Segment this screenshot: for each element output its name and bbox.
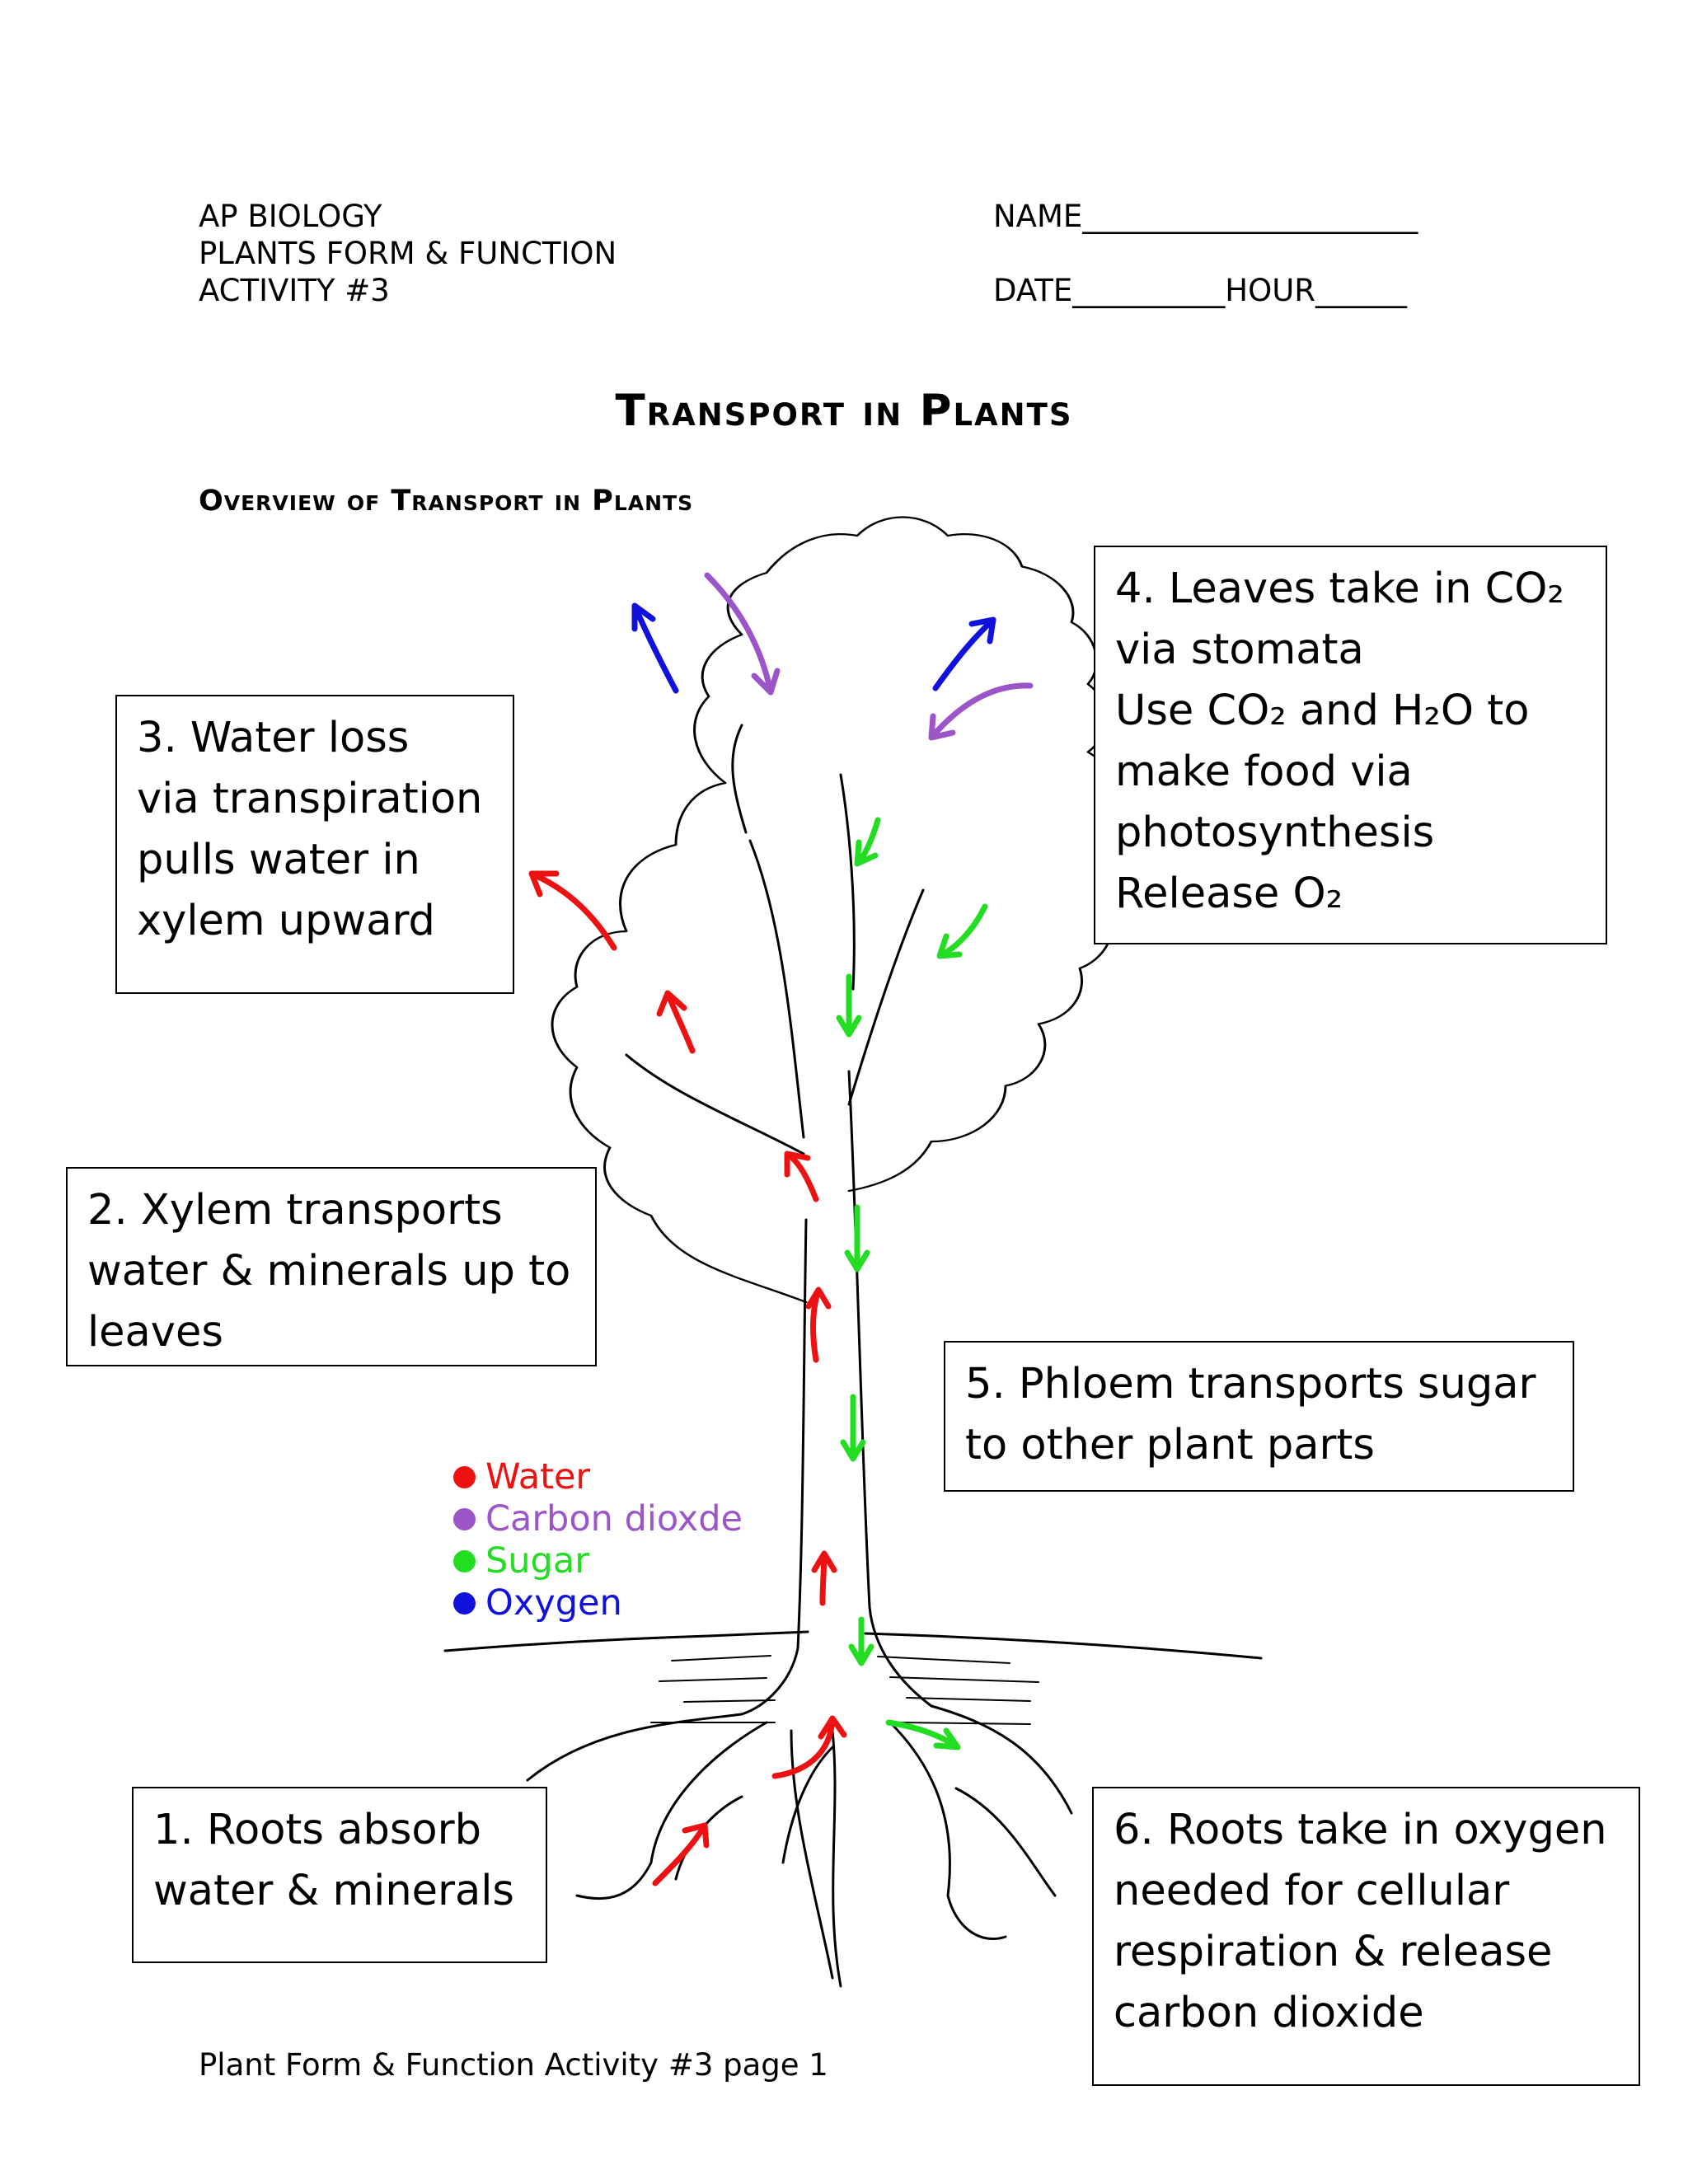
- water-arrows: [528, 870, 847, 1886]
- box4-line: via stomata: [1115, 626, 1364, 674]
- box2-line: leaves: [87, 1308, 223, 1357]
- box1-line: 1. Roots absorb: [153, 1806, 481, 1854]
- box4-line: make food via: [1115, 748, 1413, 796]
- box6-line: 6. Roots take in oxygen: [1114, 1806, 1607, 1854]
- date-hour-field[interactable]: DATE__________HOUR______: [993, 273, 1407, 308]
- page-footer: Plant Form & Function Activity #3 page 1: [199, 2047, 828, 2083]
- course-label: AP BIOLOGY: [199, 199, 382, 234]
- legend-dot: [453, 1592, 476, 1615]
- box6-line: carbon dioxide: [1114, 1989, 1424, 2037]
- box6-line: respiration & release: [1114, 1928, 1553, 1976]
- box6-line: needed for cellular: [1114, 1867, 1510, 1915]
- soil-texture: [650, 1655, 1039, 1725]
- box5-line: to other plant parts: [965, 1421, 1375, 1469]
- info-box-4: 4. Leaves take in CO₂ via stomata Use CO…: [1094, 546, 1607, 944]
- box4-line: photosynthesis: [1115, 808, 1435, 857]
- box2-line: 2. Xylem transports: [87, 1186, 503, 1235]
- legend-dot: [453, 1508, 476, 1530]
- info-box-5: 5. Phloem transports sugar to other plan…: [944, 1341, 1574, 1492]
- box3-line: 3. Water loss: [137, 714, 410, 762]
- co2-arrows: [704, 572, 1034, 741]
- page-title: Transport in Plants: [615, 386, 1073, 436]
- tree-trunk: [740, 1218, 808, 1716]
- name-field[interactable]: NAME______________________: [993, 199, 1418, 234]
- box1-line: water & minerals: [153, 1867, 515, 1915]
- legend-item-sugar: Sugar: [453, 1540, 743, 1582]
- box4-line: 4. Leaves take in CO₂: [1115, 565, 1564, 613]
- sugar-arrows: [836, 817, 988, 1750]
- oxygen-arrows: [631, 602, 996, 694]
- legend-item-oxygen: Oxygen: [453, 1582, 743, 1624]
- tree-trunk-right: [847, 1070, 933, 1708]
- tree-canopy: [551, 516, 1124, 1304]
- activity-label: ACTIVITY #3: [199, 273, 390, 308]
- legend-label: Water: [485, 1456, 591, 1497]
- legend-label: Sugar: [485, 1540, 589, 1582]
- section-subtitle: Overview of Transport in Plants: [199, 485, 694, 518]
- box3-line: xylem upward: [137, 897, 435, 945]
- box3-line: pulls water in: [137, 836, 420, 884]
- unit-label: PLANTS FORM & FUNCTION: [199, 236, 617, 271]
- legend-dot: [453, 1466, 476, 1488]
- info-box-6: 6. Roots take in oxygen needed for cellu…: [1092, 1787, 1640, 2086]
- box4-line: Release O₂: [1115, 869, 1343, 918]
- info-box-3: 3. Water loss via transpiration pulls wa…: [115, 695, 514, 994]
- info-box-1: 1. Roots absorb water & minerals: [132, 1787, 547, 1963]
- legend-label: Carbon dioxde: [485, 1498, 743, 1540]
- box5-line: 5. Phloem transports sugar: [965, 1360, 1536, 1408]
- legend-label: Oxygen: [485, 1582, 622, 1624]
- info-box-2: 2. Xylem transports water & minerals up …: [66, 1167, 597, 1366]
- legend-item-carbon-dioxide: Carbon dioxde: [453, 1498, 743, 1540]
- box3-line: via transpiration: [137, 775, 483, 823]
- legend-item-water: Water: [453, 1456, 743, 1498]
- box2-line: water & minerals up to: [87, 1247, 571, 1296]
- roots: [526, 1704, 1073, 1988]
- box4-line: Use CO₂ and H₂O to: [1115, 687, 1530, 735]
- ground-line: [443, 1630, 1263, 1660]
- legend-dot: [453, 1550, 476, 1572]
- tree-branches: [625, 724, 925, 1155]
- color-legend: Water Carbon dioxde Sugar Oxygen: [453, 1456, 743, 1624]
